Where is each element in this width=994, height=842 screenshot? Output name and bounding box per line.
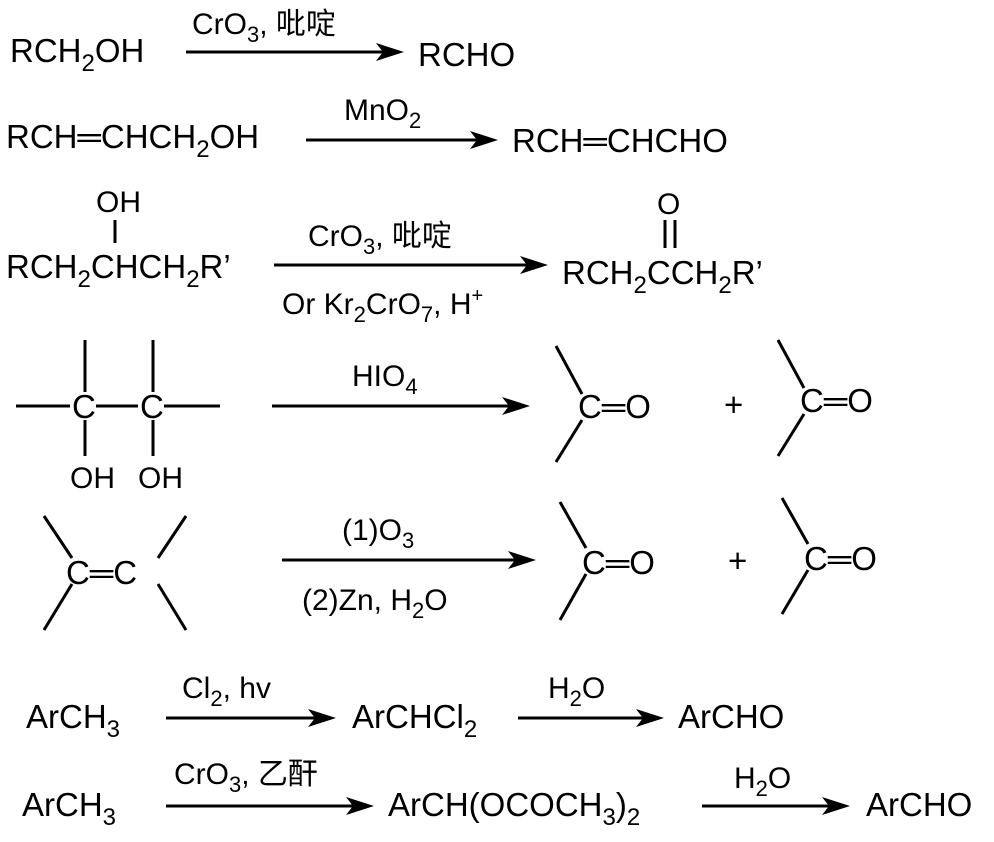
reagent-7a: CrO3, 乙酐 <box>174 758 318 797</box>
product-2: RCH═CHCHO <box>512 122 728 159</box>
svg-text:C═C: C═C <box>66 554 137 591</box>
product-3-oxygen: O <box>657 188 680 221</box>
product-4b: C═O <box>776 339 873 457</box>
intermediate-6: ArCHCl2 <box>352 698 477 743</box>
reaction-6: ArCH3 Cl2, hv ArCHCl2 H2O ArCHO <box>26 672 784 743</box>
svg-text:OH: OH <box>70 462 115 495</box>
arrow-7b <box>702 797 850 815</box>
arrow-3 <box>274 256 548 274</box>
svg-text:OH: OH <box>138 462 183 495</box>
arrow-2 <box>306 131 498 149</box>
arrow-1 <box>186 43 404 61</box>
reactant-7: ArCH3 <box>22 786 116 831</box>
reagent-3-bottom: Or Kr2CrO7, H+ <box>282 285 483 327</box>
reaction-2: RCH═CHCH2OH MnO2 RCH═CHCHO <box>6 94 728 163</box>
arrow-6a <box>166 709 336 727</box>
reaction-3: OH RCH2CHCH2R’ CrO3, 吡啶 Or Kr2CrO7, H+ O… <box>6 186 763 327</box>
arrow-7a <box>166 797 374 815</box>
svg-text:C═O: C═O <box>582 544 655 581</box>
reactant-3-hydroxyl: OH <box>96 186 141 219</box>
product-7: ArCHO <box>866 786 972 823</box>
reaction-7: ArCH3 CrO3, 乙酐 ArCH(OCOCH3)2 H2O ArCHO <box>22 758 972 831</box>
reagent-1-top: CrO3, 吡啶 <box>192 8 336 47</box>
reagent-2-top: MnO2 <box>344 94 421 133</box>
reagent-5-top: (1)O3 <box>342 514 414 553</box>
product-4a: C═O <box>554 345 651 463</box>
product-1: RCHO <box>418 36 515 73</box>
svg-text:C═O: C═O <box>804 540 877 577</box>
reaction-1: RCH2OH CrO3, 吡啶 RCHO <box>10 8 515 77</box>
reagent-5-bottom: (2)Zn, H2O <box>302 584 448 623</box>
reagent-7b: H2O <box>734 762 791 801</box>
svg-text:C: C <box>72 388 96 425</box>
intermediate-7: ArCH(OCOCH3)2 <box>388 786 640 831</box>
reagent-6a: Cl2, hv <box>182 672 271 711</box>
svg-text:C═O: C═O <box>578 388 651 425</box>
arrow-6b <box>518 709 664 727</box>
reactant-1: RCH2OH <box>10 32 144 77</box>
product-6: ArCHO <box>678 698 784 735</box>
svg-text:C: C <box>140 388 164 425</box>
reaction-5: C═C (1)O3 (2)Zn, H2O C═O + C═O <box>42 497 877 631</box>
reactant-6: ArCH3 <box>26 698 120 743</box>
reagent-4-top: HIO4 <box>352 360 418 399</box>
reactant-4-diol: C C OH OH <box>16 340 220 495</box>
reactant-5-alkene: C═C <box>42 515 188 631</box>
reactant-2: RCH═CHCH2OH <box>6 118 259 163</box>
arrow-4 <box>272 397 530 415</box>
product-5a: C═O <box>558 501 655 621</box>
arrow-5 <box>282 551 536 569</box>
reactant-3: RCH2CHCH2R’ <box>6 248 231 293</box>
product-3: RCH2CCH2R’ <box>562 254 763 299</box>
plus-5: + <box>728 542 747 579</box>
reaction-4: C C OH OH HIO4 C═O + C═O <box>16 339 873 495</box>
reagent-6b: H2O <box>548 672 605 711</box>
product-5b: C═O <box>780 497 877 615</box>
reagent-3-top: CrO3, 吡啶 <box>308 220 452 259</box>
plus-4: + <box>724 386 743 423</box>
svg-text:C═O: C═O <box>800 382 873 419</box>
